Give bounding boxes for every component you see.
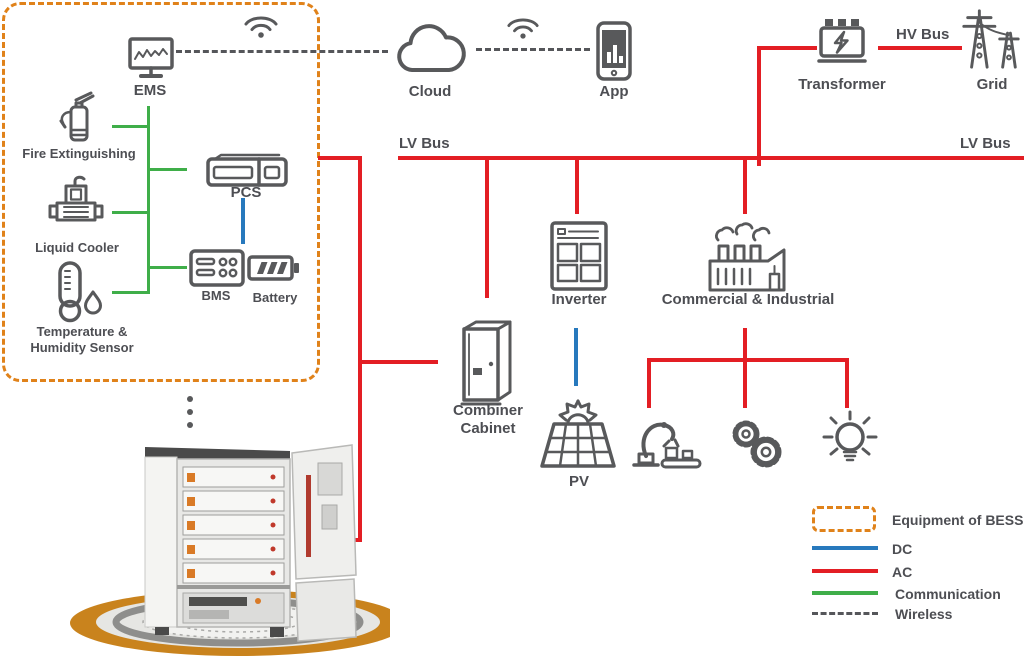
ac-bess-feed-vertical	[358, 156, 362, 542]
liquid-cooler-label: Liquid Cooler	[35, 240, 119, 255]
legend-wireless-swatch	[812, 612, 878, 615]
battery-cabinet-photo	[60, 425, 390, 660]
ac-bess-feed-horizontal	[318, 156, 362, 160]
ems-icon	[126, 36, 176, 82]
comm-line-cooler	[112, 211, 148, 214]
commercial-industrial-icon	[698, 222, 796, 294]
ac-ci-lower-vertical	[743, 328, 747, 361]
ac-transformer-horizontal	[757, 46, 817, 50]
lv-bus-label-right: LV Bus	[960, 135, 1011, 152]
ac-ci-branch-horizontal	[647, 358, 849, 362]
comm-line-bms	[150, 266, 187, 269]
pv-icon	[538, 398, 618, 476]
grid-icon	[958, 6, 1024, 70]
ac-hv-bus-line	[878, 46, 962, 50]
wireless-line-ems-cloud	[176, 50, 388, 53]
ems-label: EMS	[133, 82, 167, 99]
legend-bess-swatch	[812, 506, 876, 532]
bess-equipment-box	[2, 2, 320, 382]
ellipsis-dot	[187, 409, 193, 415]
pv-label: PV	[568, 473, 589, 490]
bms-icon	[188, 246, 246, 290]
ac-lv-bus	[398, 156, 1024, 160]
ellipsis-dot	[187, 396, 193, 402]
combiner-cabinet-icon	[458, 318, 518, 410]
pcs-label: PCS	[230, 184, 262, 201]
bms-label: BMS	[201, 288, 231, 303]
ac-transformer-vertical	[757, 46, 761, 166]
ac-drop-combiner	[485, 156, 489, 298]
robot-arm-icon	[628, 412, 704, 470]
transformer-icon	[816, 16, 868, 68]
legend-communication-label: Communication	[895, 586, 1001, 602]
battery-icon	[246, 250, 302, 286]
lv-bus-label-left: LV Bus	[399, 135, 450, 152]
app-label: App	[599, 83, 629, 100]
ac-drop-ci	[743, 156, 747, 214]
inverter-icon	[548, 220, 610, 292]
cloud-icon	[386, 20, 474, 80]
legend-dc-label: DC	[892, 541, 913, 557]
grid-label: Grid	[976, 76, 1008, 93]
legend-dc-swatch	[812, 546, 878, 550]
dc-line-pcs-bms	[241, 198, 245, 244]
combiner-cabinet-label: Combiner Cabinet	[452, 402, 523, 438]
battery-label: Battery	[252, 290, 298, 305]
temperature-humidity-icon	[52, 260, 104, 324]
comm-line-pcs	[150, 168, 187, 171]
dc-line-inverter-pv	[574, 328, 578, 386]
gears-icon	[726, 418, 786, 472]
cloud-label: Cloud	[408, 83, 452, 100]
ellipsis-dot	[187, 422, 193, 428]
ac-branch-robot	[647, 358, 651, 408]
ac-combiner-feed	[360, 360, 438, 364]
transformer-label: Transformer	[798, 76, 886, 93]
ac-branch-bulb	[845, 358, 849, 408]
light-bulb-icon	[818, 410, 882, 472]
legend-ac-swatch	[812, 569, 878, 573]
app-icon	[593, 20, 635, 82]
hv-bus-label: HV Bus	[896, 26, 950, 43]
legend-ac-label: AC	[892, 564, 913, 580]
inverter-label: Inverter	[551, 291, 607, 308]
comm-line-trunk	[147, 106, 150, 294]
comm-line-sensor	[112, 291, 148, 294]
wifi-icon-cloud-app	[506, 14, 540, 41]
wifi-icon-bess	[243, 12, 279, 40]
wireless-line-cloud-app	[476, 48, 590, 51]
legend-wireless-label: Wireless	[895, 606, 953, 622]
ac-drop-inverter	[575, 156, 579, 214]
temperature-humidity-label: Temperature & Humidity Sensor	[30, 324, 134, 355]
pcs-icon	[205, 150, 289, 192]
legend-communication-swatch	[812, 591, 878, 595]
commercial-industrial-label: Commercial & Industrial	[661, 291, 835, 308]
ac-branch-gears	[743, 358, 747, 408]
legend-equipment-label: Equipment of BESS	[892, 512, 1024, 528]
comm-line-fire	[112, 125, 148, 128]
fire-extinguishing-label: Fire Extinguishing	[22, 146, 136, 161]
liquid-cooler-icon	[44, 174, 106, 234]
fire-extinguishing-icon	[56, 90, 102, 144]
